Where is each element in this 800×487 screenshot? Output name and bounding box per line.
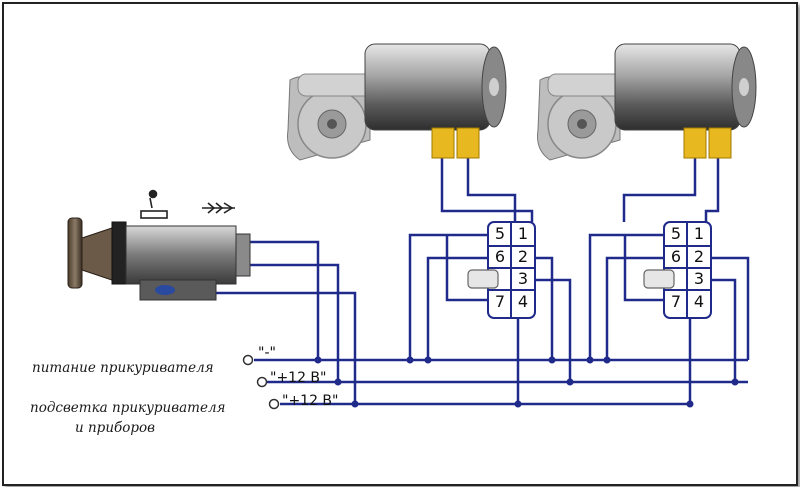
right-pin-4: 4: [693, 292, 705, 311]
right-pin-7: 7: [670, 292, 682, 311]
wire-right-pin2: [712, 256, 750, 360]
junctions: [314, 356, 739, 408]
left-connector: [467, 221, 536, 319]
wire-right-pin5: [588, 233, 664, 360]
wire-lighter-1: [248, 240, 320, 360]
right-pin-3: 3: [693, 269, 705, 288]
label-backlight-line1: подсветка прикуривателя: [30, 400, 226, 416]
left-pin-2: 2: [517, 247, 529, 266]
left-pin-5: 5: [494, 224, 506, 243]
wire-left-motor-a: [440, 158, 534, 222]
left-pin-4: 4: [517, 292, 529, 311]
label-power: питание прикуривателя: [32, 360, 214, 376]
terminal-minus-label: "-": [258, 345, 276, 361]
label-backlight-line2: и приборов: [75, 420, 156, 436]
wire-right-pin7: [623, 235, 664, 302]
right-pin-1: 1: [693, 224, 705, 243]
right-connector: [643, 221, 712, 319]
wire-left-pin7: [445, 235, 488, 302]
wire-left-pin3: [535, 278, 572, 382]
wire-right-pin6: [605, 256, 664, 360]
wire-right-pin3: [712, 278, 737, 382]
wire-left-pin5: [408, 233, 488, 360]
left-pin-7: 7: [494, 292, 506, 311]
wires: [214, 158, 750, 406]
plug-arrow-icon: [202, 202, 235, 214]
wire-right-motor-b: [704, 158, 720, 222]
wire-left-motor-b: [466, 158, 517, 222]
cigarette-lighter-icon: [67, 217, 251, 301]
right-pin-2: 2: [693, 247, 705, 266]
right-pin-5: 5: [670, 224, 682, 243]
left-pin-1: 1: [517, 224, 529, 243]
lighter-symbol-icon: [140, 189, 168, 219]
wire-lighter-3: [214, 291, 357, 404]
terminals: [242, 354, 280, 410]
wire-right-motor-a: [622, 158, 697, 222]
terminal-plus12-backlight-label: "+12 В": [282, 393, 339, 409]
right-pin-6: 6: [670, 247, 682, 266]
left-motor-icon: [287, 43, 507, 161]
wire-left-pin2: [535, 256, 554, 360]
wire-left-pin6: [426, 256, 488, 360]
left-pin-6: 6: [494, 247, 506, 266]
terminal-plus12-power-label: "+12 В": [270, 370, 327, 386]
left-pin-3: 3: [517, 269, 529, 288]
wire-lighter-2: [248, 263, 340, 382]
right-motor-icon: [537, 43, 757, 161]
